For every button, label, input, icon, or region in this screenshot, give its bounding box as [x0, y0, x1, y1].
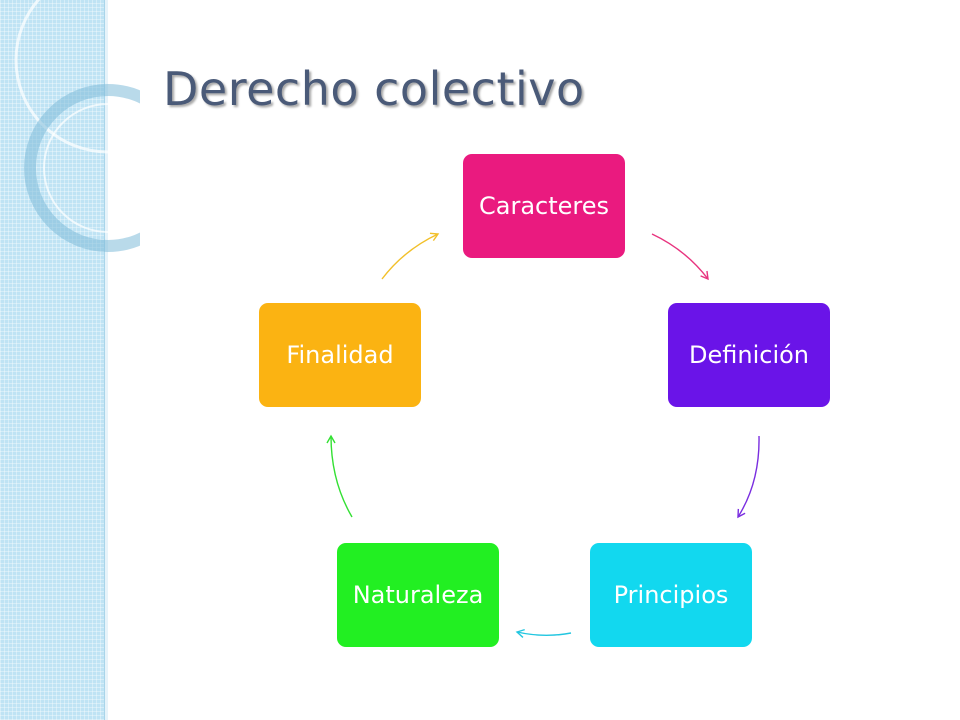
- decorative-circle-large: [14, 0, 140, 154]
- arrow-finalidad-to-caracteres: [381, 232, 440, 280]
- side-divider-line: [104, 0, 108, 720]
- node-caracteres: Caracteres: [463, 154, 625, 258]
- decorative-circle-inner: [43, 103, 140, 233]
- arrow-principios-to-naturaleza: [515, 628, 572, 638]
- node-definicion: Definición: [668, 303, 830, 407]
- decorative-circle-ring: [24, 84, 140, 252]
- node-finalidad: Finalidad: [259, 303, 421, 407]
- arrow-caracteres-to-definicion: [651, 233, 709, 281]
- arrow-naturaleza-to-finalidad: [326, 434, 353, 518]
- node-naturaleza: Naturaleza: [337, 543, 499, 647]
- arrow-definicion-to-principios: [737, 435, 760, 519]
- node-principios: Principios: [590, 543, 752, 647]
- decorative-circles: [14, 0, 140, 252]
- page-title: Derecho colectivo: [163, 62, 585, 116]
